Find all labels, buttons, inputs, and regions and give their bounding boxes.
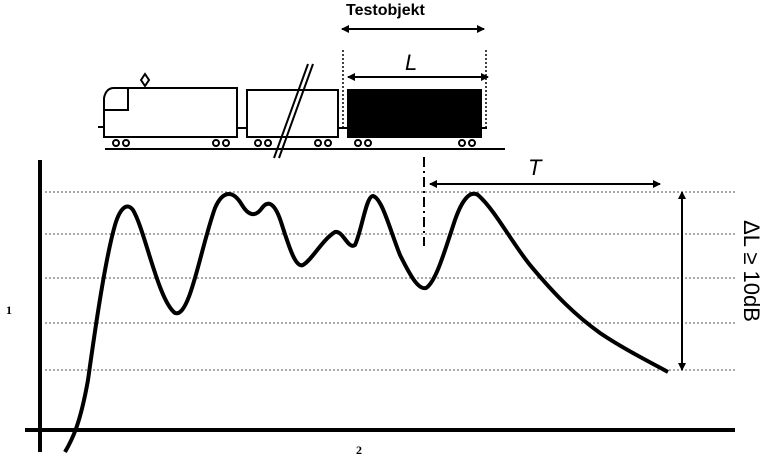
gridlines [45,191,735,371]
length-label: L [405,50,418,75]
test-object-label: Testobjekt [346,2,425,19]
time-label: T [528,155,542,180]
pantograph-icon [139,72,151,88]
noise-level-curve [63,191,669,454]
level-difference-label: ΔL ≥ 10dB [738,220,764,322]
test-object-wagon [347,89,487,147]
break-mark [278,63,314,159]
wagon [246,89,339,147]
x-axis-label: 2 [356,443,362,457]
locomotive [98,72,238,147]
break-mark [273,63,309,159]
y-axis-label: 1 [6,303,12,317]
train [98,63,505,159]
